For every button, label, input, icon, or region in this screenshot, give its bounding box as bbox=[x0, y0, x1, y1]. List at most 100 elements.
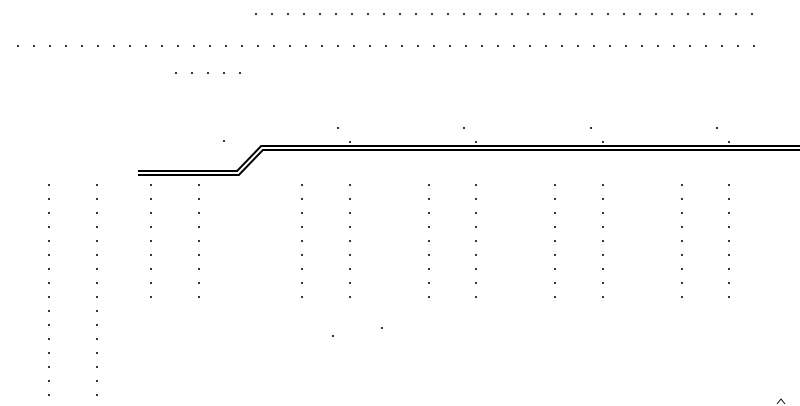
dot bbox=[427, 197, 431, 201]
dot bbox=[149, 295, 153, 299]
dot bbox=[222, 139, 226, 143]
dot bbox=[528, 44, 532, 48]
dot bbox=[47, 211, 51, 215]
dot bbox=[149, 253, 153, 257]
dot bbox=[553, 267, 557, 271]
dot bbox=[331, 334, 335, 338]
dot bbox=[47, 351, 51, 355]
dot bbox=[197, 253, 201, 257]
dot bbox=[398, 12, 402, 16]
dot bbox=[474, 183, 478, 187]
dot bbox=[718, 12, 722, 16]
dot bbox=[464, 44, 468, 48]
dot bbox=[601, 281, 605, 285]
dot bbox=[47, 323, 51, 327]
dot bbox=[300, 295, 304, 299]
dot bbox=[448, 44, 452, 48]
dot bbox=[300, 211, 304, 215]
dot bbox=[95, 281, 99, 285]
dot bbox=[222, 71, 226, 75]
dot bbox=[553, 295, 557, 299]
dot bbox=[601, 197, 605, 201]
dot bbox=[348, 211, 352, 215]
dot bbox=[174, 71, 178, 75]
dot bbox=[720, 44, 724, 48]
dot bbox=[144, 44, 148, 48]
corner-mark bbox=[776, 398, 786, 405]
dot bbox=[47, 393, 51, 397]
dot bbox=[752, 44, 756, 48]
dot bbox=[348, 183, 352, 187]
dot bbox=[702, 12, 706, 16]
dot bbox=[149, 211, 153, 215]
dot bbox=[47, 183, 51, 187]
dot bbox=[589, 126, 593, 130]
dot bbox=[320, 44, 324, 48]
dot bbox=[672, 44, 676, 48]
dot bbox=[238, 71, 242, 75]
dot bbox=[300, 225, 304, 229]
dot bbox=[95, 239, 99, 243]
dot bbox=[95, 267, 99, 271]
dot bbox=[601, 225, 605, 229]
dot bbox=[149, 197, 153, 201]
dot bbox=[368, 44, 372, 48]
dot bbox=[366, 12, 370, 16]
dot bbox=[95, 337, 99, 341]
dot bbox=[736, 44, 740, 48]
dot bbox=[601, 239, 605, 243]
dot bbox=[680, 281, 684, 285]
corner-mark-path bbox=[776, 398, 786, 405]
dot bbox=[542, 12, 546, 16]
dot bbox=[336, 126, 340, 130]
dot bbox=[400, 44, 404, 48]
dot bbox=[680, 239, 684, 243]
dot bbox=[206, 71, 210, 75]
dot bbox=[414, 12, 418, 16]
dot bbox=[462, 12, 466, 16]
dot bbox=[727, 267, 731, 271]
dot bbox=[128, 44, 132, 48]
dot bbox=[416, 44, 420, 48]
dot bbox=[432, 44, 436, 48]
dot bbox=[160, 44, 164, 48]
dot bbox=[47, 197, 51, 201]
dot bbox=[750, 12, 754, 16]
dot bbox=[47, 309, 51, 313]
dot bbox=[680, 211, 684, 215]
dot bbox=[272, 44, 276, 48]
dot bbox=[348, 253, 352, 257]
dot bbox=[352, 44, 356, 48]
dot bbox=[149, 239, 153, 243]
dot bbox=[601, 140, 605, 144]
dot bbox=[348, 267, 352, 271]
dot bbox=[95, 351, 99, 355]
dot bbox=[149, 281, 153, 285]
dot bbox=[474, 267, 478, 271]
dot bbox=[96, 44, 100, 48]
dot bbox=[624, 44, 628, 48]
dot bbox=[300, 267, 304, 271]
dot bbox=[427, 239, 431, 243]
dot bbox=[47, 337, 51, 341]
dot bbox=[112, 44, 116, 48]
dot bbox=[16, 44, 20, 48]
dot bbox=[197, 197, 201, 201]
dot bbox=[197, 239, 201, 243]
dot bbox=[348, 140, 352, 144]
dot bbox=[553, 183, 557, 187]
dot bbox=[526, 12, 530, 16]
dot bbox=[590, 12, 594, 16]
dot bbox=[197, 211, 201, 215]
dot bbox=[727, 239, 731, 243]
dot bbox=[427, 295, 431, 299]
dot bbox=[197, 295, 201, 299]
dot bbox=[197, 225, 201, 229]
dot bbox=[446, 12, 450, 16]
dot bbox=[348, 239, 352, 243]
dot bbox=[350, 12, 354, 16]
dot bbox=[176, 44, 180, 48]
dot bbox=[656, 44, 660, 48]
dot bbox=[686, 12, 690, 16]
dot bbox=[688, 44, 692, 48]
